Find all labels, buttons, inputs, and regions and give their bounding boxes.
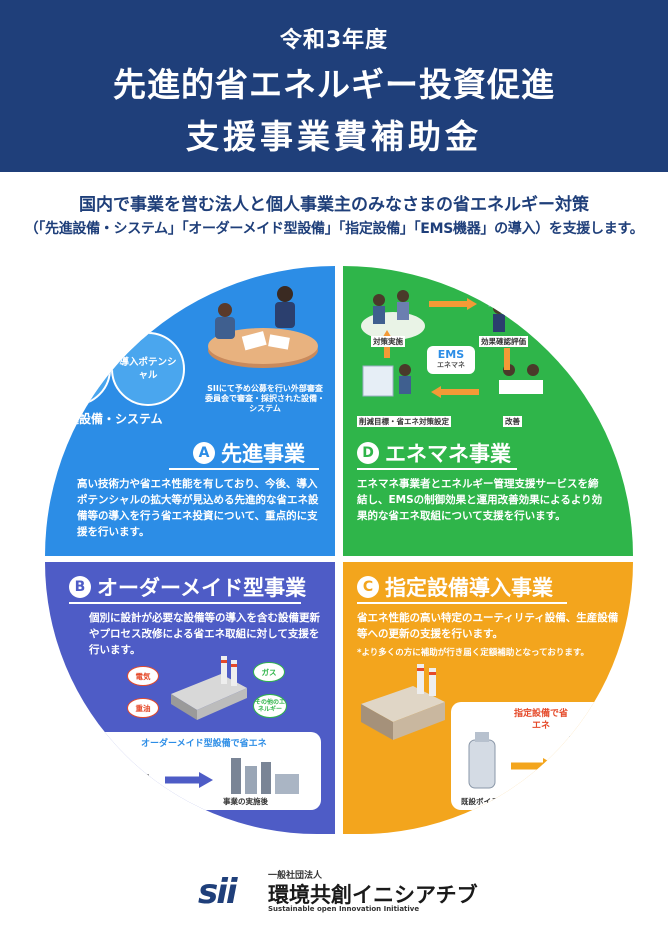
divider — [69, 602, 301, 604]
before-after-plants — [85, 758, 299, 794]
divider — [357, 602, 567, 604]
quadrant-a-description: 高い技術力や省エネ性能を有しており、今後、導入ポテンシャルの拡大等が見込める先進… — [77, 478, 319, 538]
quadrant-c-note: *より多くの方に補助が行き届く定額補助となっております。 — [357, 648, 589, 658]
divider — [357, 468, 517, 470]
logo-mark: sii — [198, 872, 238, 912]
badge-a: A — [193, 442, 215, 464]
corp-type: 一般社団法人 — [268, 871, 323, 881]
factory-illustration — [171, 656, 247, 720]
quadrant-b-title: B オーダーメイド型事業 — [69, 572, 306, 602]
cycle-label-target: 削減目標・省エネ対策設定 — [357, 416, 451, 427]
existing-boiler-label: 既設ボイラ — [461, 797, 499, 806]
quadrant-c-designated: C 指定設備導入事業 省エネ性能の高い特定のユーティリティ設備、生産設備等への更… — [343, 562, 633, 834]
quadrant-b-description: 個別に設計が必要な設備等の導入を含む設備更新やプロセス改修による省エネ取組に対し… — [89, 612, 320, 656]
cycle-label-improve: 改善 — [503, 416, 522, 427]
cycle-label-action: 対策実施 — [371, 336, 405, 347]
title-line-2: 支援事業費補助金 — [186, 117, 482, 156]
ordermade-box-label: オーダーメイド型設備で省エネ — [141, 739, 267, 749]
high-performance-boiler-label: 高性能ボイラ — [553, 797, 598, 806]
after-label: 事業の実施後 — [223, 797, 268, 806]
title-line-1: 先進的省エネルギー投資促進 — [113, 65, 555, 104]
enemane-image-bubble: エネマネの活用イメージ — [549, 294, 625, 342]
tag-other-energy: その他のエネルギー — [253, 694, 287, 718]
before-label: 事業の実施前 — [83, 797, 128, 806]
cycle-illustration — [361, 275, 543, 398]
badge-c: C — [357, 576, 379, 598]
badge-b: B — [69, 576, 91, 598]
illustration-caption: SIIにて予め公募を行い外部審査委員会で審査・採択された設備・システム — [205, 384, 325, 413]
boiler-illustration — [468, 732, 596, 789]
tag-electricity: 電気 — [127, 666, 159, 686]
cycle-label-evaluation: 効果確認評価 — [479, 336, 528, 347]
circle-effect: 省エネ効果 — [45, 332, 111, 406]
circles-label: 先進設備・システム — [55, 412, 163, 426]
quadrant-d-title-text: エネマネ事業 — [385, 442, 511, 466]
header-banner: 令和3年度 先進的省エネルギー投資促進 支援事業費補助金 — [0, 0, 668, 172]
org-name-english: Sustainable open Innovation Initiative — [268, 905, 420, 913]
tag-gas: ガス — [253, 662, 285, 682]
quadrant-c-title: C 指定設備導入事業 — [357, 572, 553, 602]
quadrant-c-title-text: 指定設備導入事業 — [385, 576, 553, 600]
fiscal-year: 令和3年度 — [279, 28, 389, 53]
intro-line-2: （「先進設備・システム」「オーダーメイド型設備」「指定設備」「EMS機器」の導入… — [24, 221, 644, 237]
quadrant-a-title: A 先進事業 — [193, 438, 305, 468]
meeting-illustration — [208, 286, 318, 368]
quadrant-a-title-text: 先進事業 — [221, 442, 305, 466]
intro-line-1: 国内で事業を営む法人と個人事業主のみなさまの省エネルギー対策 — [79, 195, 589, 215]
facility-illustration — [361, 664, 445, 740]
badge-d: D — [357, 442, 379, 464]
quadrant-b-ordermade: B オーダーメイド型事業 個別に設計が必要な設備等の導入を含む設備更新やプロセス… — [45, 562, 335, 834]
quadrant-b-title-text: オーダーメイド型事業 — [97, 576, 307, 600]
sii-logo: sii 一般社団法人 環境共創イニシアチブ Sustainable open I… — [198, 866, 498, 916]
tag-heavy-oil: 重油 — [127, 698, 159, 718]
divider — [169, 468, 319, 470]
quadrant-d-description: エネマネ事業者とエネルギー管理支援サービスを締結し、EMSの制御効果と運用改善効… — [357, 478, 603, 522]
org-name: 環境共創イニシアチブ — [268, 883, 478, 907]
designated-box-label: 指定設備で省エネ — [513, 709, 568, 731]
quadrant-d-title: D エネマネ事業 — [357, 438, 511, 468]
circle-potential: 導入ポテンシャル — [111, 332, 185, 406]
quadrant-a-advanced: 省エネ技術の先進性 省エネ効果 導入ポテンシャル 先進設備・システム SIIにて… — [45, 266, 335, 556]
quadrant-c-description: 省エネ性能の高い特定のユーティリティ設備、生産設備等への更新の支援を行います。 — [357, 612, 619, 640]
